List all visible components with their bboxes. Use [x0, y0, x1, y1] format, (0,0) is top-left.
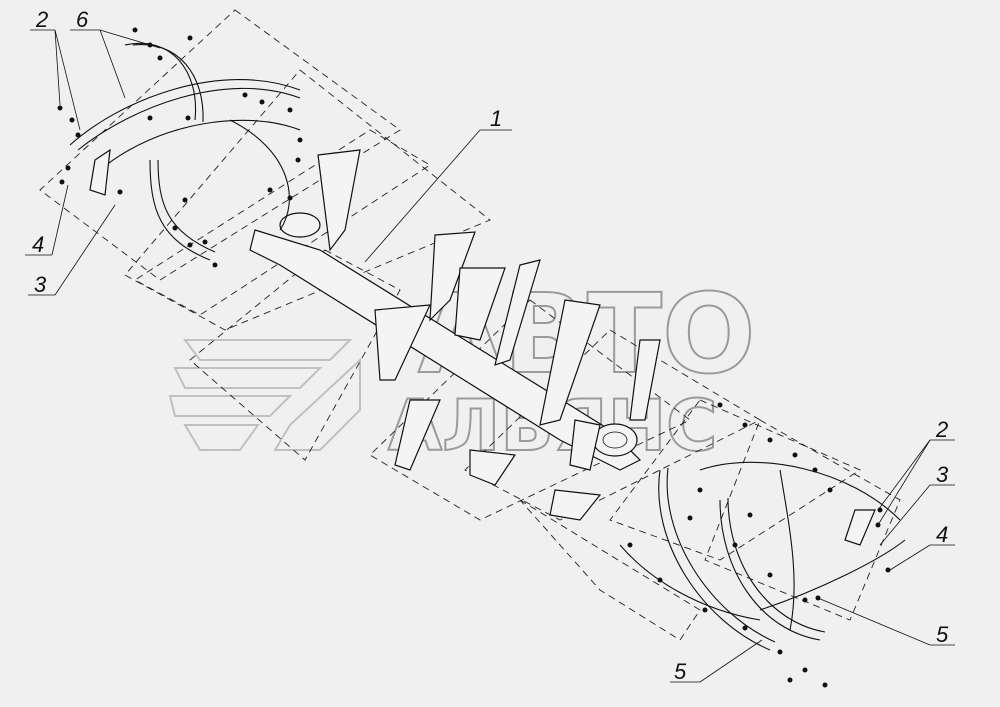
lower-right-blades [619, 461, 906, 651]
callout-3-left: 3 [34, 272, 47, 297]
shaft-arms [317, 149, 661, 521]
callout-2-left: 2 [35, 7, 48, 32]
callout-1: 1 [490, 106, 502, 131]
callout-5-bottom: 5 [674, 659, 687, 684]
callout-5-right: 5 [936, 622, 949, 647]
callout-2-right: 2 [935, 417, 948, 442]
callout-4-right: 4 [936, 522, 948, 547]
callout-3-right: 3 [936, 462, 949, 487]
callout-labels: 1 2 6 4 3 2 3 4 5 5 [32, 7, 949, 684]
upper-left-blades [69, 42, 301, 261]
callout-6: 6 [76, 7, 89, 32]
leader-lines [25, 29, 955, 683]
watermark-logo [168, 339, 361, 451]
callout-4-left: 4 [32, 232, 44, 257]
fasteners [57, 27, 891, 688]
